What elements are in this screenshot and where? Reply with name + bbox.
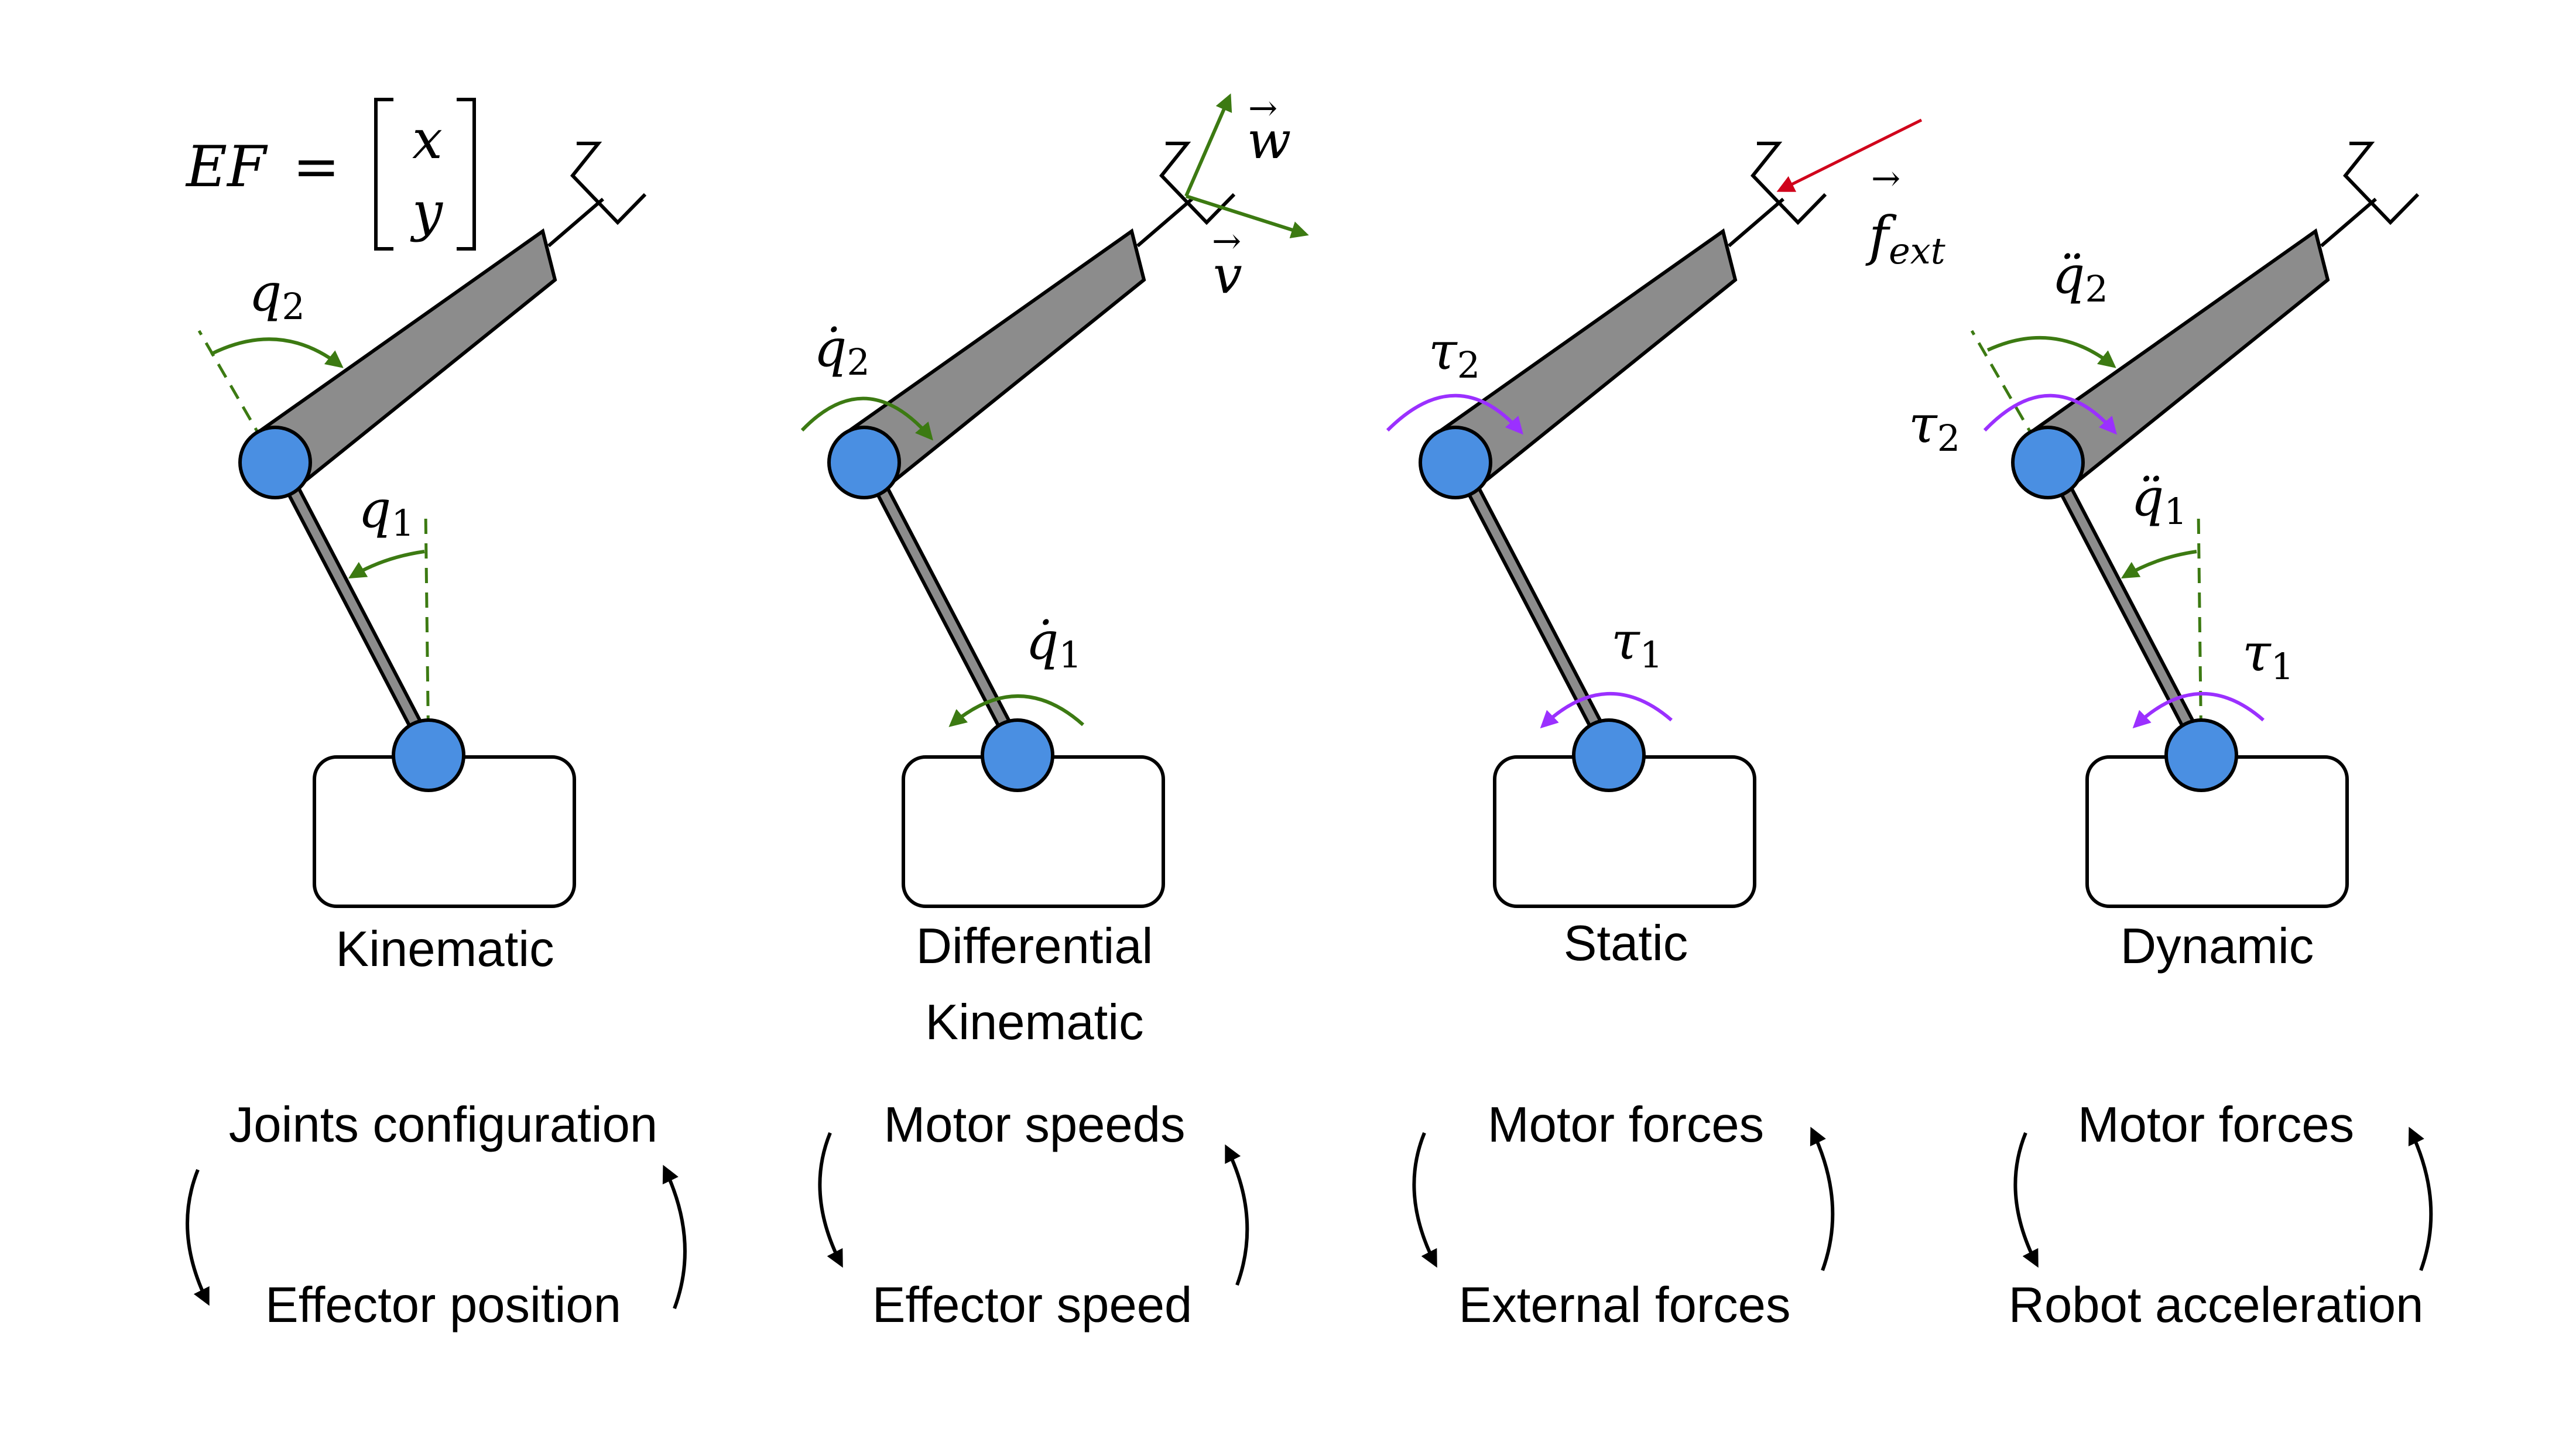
panel-title: Static (1564, 916, 1688, 971)
vector-w-arrow (1184, 93, 1232, 197)
matrix-y: y (410, 180, 443, 243)
cycle-arrow-up (1225, 1144, 1249, 1286)
angle-arrow-q1 (348, 550, 425, 579)
torque-arrow-tau2 (1386, 393, 1523, 435)
label-f: fext (1865, 205, 1945, 272)
cycle-arrow-up (662, 1164, 687, 1310)
label-q2: q2 (249, 262, 305, 328)
joint-base (2164, 718, 2238, 792)
matrix-bracket-right (457, 98, 476, 251)
label-q2-ddot: q̈2 (2052, 245, 2108, 310)
cycle-arrow-down (1412, 1132, 1437, 1268)
label-tau2: τ2 (1909, 394, 1960, 460)
gripper-stem (1136, 197, 1193, 248)
label-q1: q1 (358, 479, 415, 544)
cycle-top-label: Motor forces (1488, 1097, 1764, 1153)
gripper-stem (1728, 197, 1784, 248)
label-w: w (1247, 110, 1291, 170)
angle-arrow-q1 (2121, 550, 2197, 579)
label-tau1: τ1 (2242, 622, 2294, 688)
torque-arrow-tau1 (2132, 691, 2265, 729)
gripper-stem (547, 197, 604, 248)
joint-elbow (2011, 426, 2085, 499)
cycle-arrow-down (2013, 1132, 2039, 1268)
label-tau1: τ1 (1611, 611, 1663, 676)
cycle-bottom-label: Robot acceleration (2009, 1277, 2424, 1333)
panel-title-line2: Kinematic (925, 995, 1143, 1050)
label-q2-dot: q̇2 (814, 318, 870, 383)
cycle-arrow-up (2408, 1126, 2433, 1272)
panel-title: Kinematic (335, 922, 554, 977)
matrix-bracket-left (374, 98, 393, 251)
panel-dynamic: q̈2 τ2 q̈1 τ1 Dynamic Motor forces Robot… (1909, 142, 2433, 1333)
cycle-top-label: Motor speeds (884, 1097, 1186, 1153)
panel-title: Differential (916, 919, 1153, 974)
reference-line-q1 (424, 510, 430, 756)
reference-line-q1 (2197, 510, 2203, 756)
velocity-arrow-q1 (948, 694, 1084, 727)
joint-base (981, 718, 1054, 792)
joint-elbow (827, 426, 901, 499)
label-tau2: τ2 (1429, 321, 1480, 386)
torque-arrow-tau2 (1983, 393, 2117, 435)
label-q1-dot: q̇1 (1026, 611, 1082, 676)
gripper-stem (2320, 197, 2377, 248)
cycle-arrow-down (186, 1169, 210, 1306)
joint-elbow (1419, 426, 1492, 499)
cycle-bottom-label: Effector position (265, 1277, 621, 1333)
matrix-x: x (412, 108, 443, 171)
panel-kinematic: EF = x y q2 q1 Kinematic Joints configur… (185, 98, 687, 1333)
equation-equals: = (293, 134, 340, 200)
label-w-arrow: → (1248, 88, 1277, 129)
gripper-jaws (1751, 142, 1827, 225)
cycle-top-label: Motor forces (2078, 1097, 2354, 1153)
force-arrow-fext (1776, 118, 1923, 192)
angle-arrow-q2 (210, 337, 344, 368)
velocity-arrow-q2 (800, 396, 933, 441)
cycle-bottom-label: Effector speed (872, 1277, 1193, 1333)
panel-differential-kinematic: w → v → q̇2 q̇1 Differential Kinematic M… (800, 88, 1309, 1333)
cycle-bottom-label: External forces (1459, 1277, 1791, 1333)
joint-base (392, 718, 465, 792)
panel-static: fext → τ2 τ1 Static Motor forces Externa… (1386, 118, 1945, 1333)
label-v-arrow: → (1212, 221, 1241, 262)
gripper-jaws (2343, 142, 2420, 225)
gripper-jaws (570, 142, 647, 225)
label-v: v (1213, 245, 1242, 305)
cycle-arrow-down (818, 1132, 843, 1268)
vector-v-arrow (1186, 194, 1309, 239)
equation-lhs: EF (185, 134, 268, 200)
label-f-arrow: → (1871, 158, 1900, 199)
panel-title: Dynamic (2121, 919, 2314, 974)
label-q1-ddot: q̈1 (2131, 467, 2187, 533)
cycle-arrow-up (1810, 1126, 1835, 1272)
joint-base (1572, 718, 1646, 792)
gripper-jaws (1159, 142, 1236, 225)
cycle-top-label: Joints configuration (229, 1097, 657, 1153)
angle-arrow-q2 (1986, 335, 2116, 368)
joint-elbow (238, 426, 312, 499)
torque-arrow-tau1 (1540, 691, 1673, 729)
